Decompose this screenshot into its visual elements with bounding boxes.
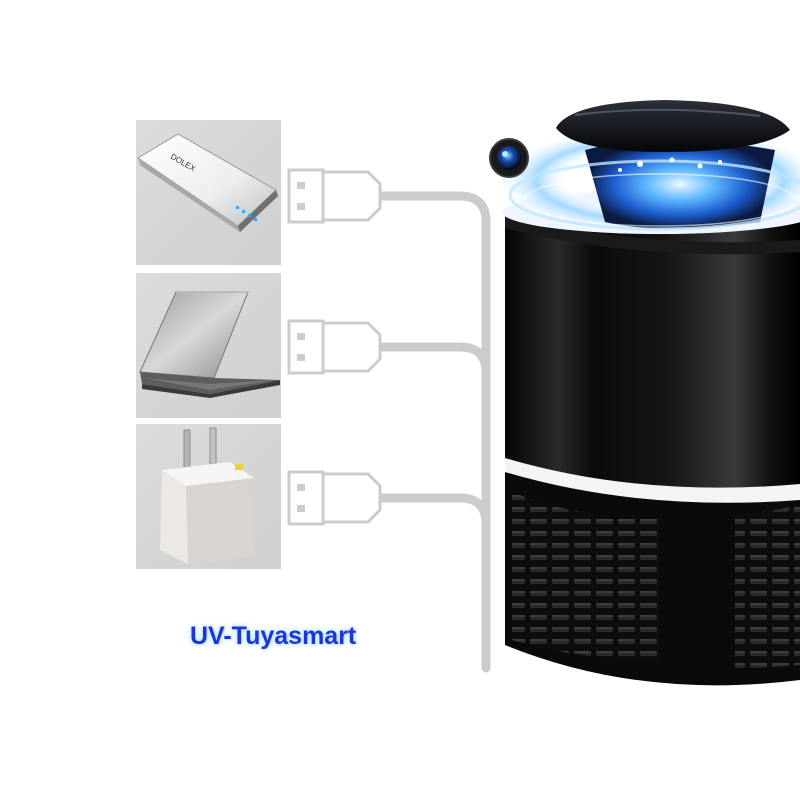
brand-label: UV-Tuyasmart xyxy=(190,622,357,650)
usb-plug-2 xyxy=(287,319,382,375)
mosquito-lamp xyxy=(489,100,800,686)
laptop-tile xyxy=(136,273,281,418)
adapter-tile xyxy=(136,424,281,569)
powerbank-image: DOLEX xyxy=(137,133,278,232)
usb-plug-1 xyxy=(287,168,382,224)
wall-adapter-image xyxy=(160,427,254,564)
cable-lines xyxy=(375,191,491,673)
laptop-image xyxy=(139,291,280,398)
usb-plug-3 xyxy=(287,470,382,526)
vent-grill-left xyxy=(512,492,660,660)
camera-lens xyxy=(489,138,529,178)
powerbank-tile: DOLEX xyxy=(136,120,281,265)
vent-grill-right xyxy=(735,505,800,668)
